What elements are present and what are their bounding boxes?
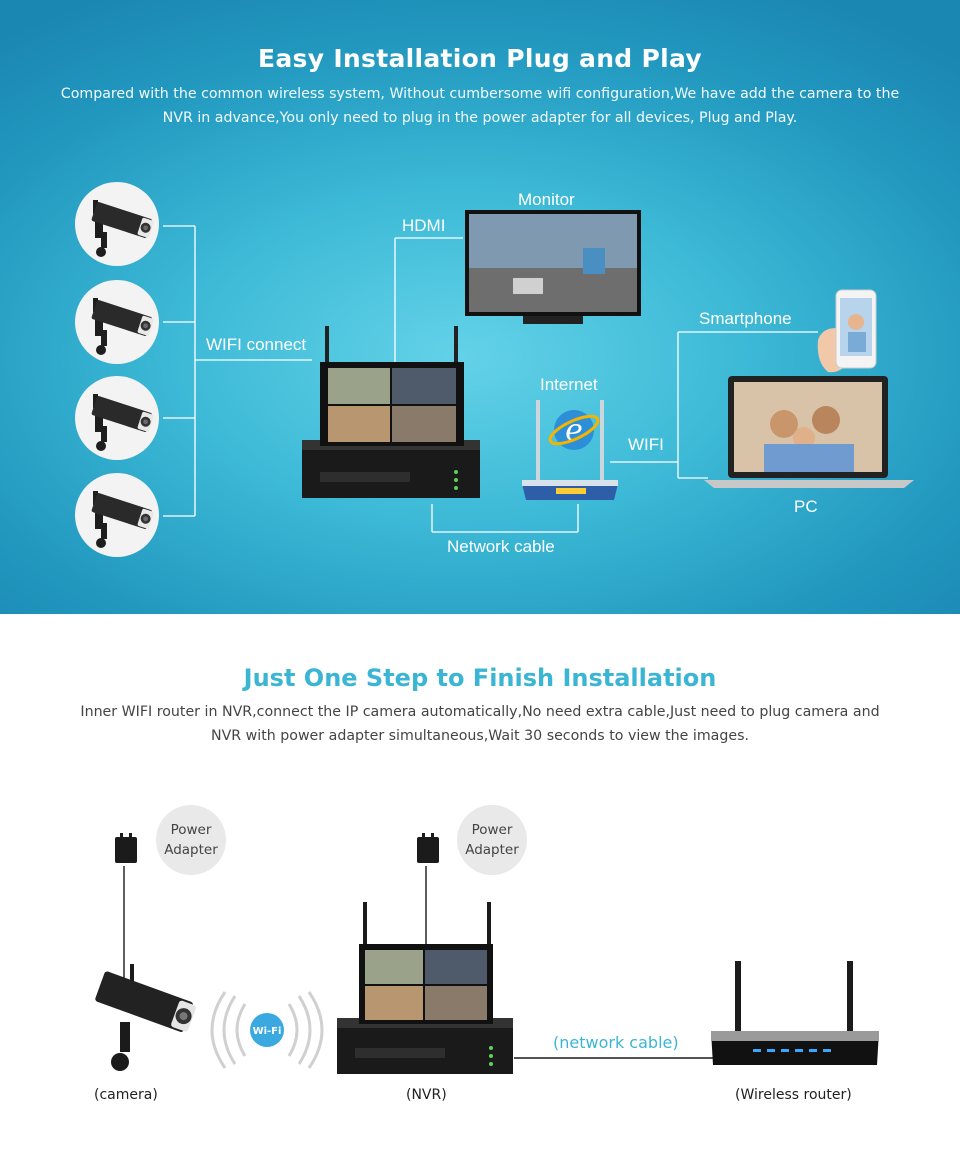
router-icon: e: [522, 400, 618, 500]
section-title-plug-and-play: Easy Installation Plug and Play: [258, 44, 702, 73]
power-adapter-label-line2: Adapter: [465, 842, 519, 858]
camera-icon: [75, 182, 159, 266]
section-title-one-step: Just One Step to Finish Installation: [243, 664, 717, 692]
connection-lines: [0, 0, 960, 614]
wifi-badge-text: Wi-Fi: [253, 1026, 282, 1037]
label-network-cable-bottom: (network cable): [553, 1033, 679, 1052]
nvr-device-icon: [302, 326, 480, 498]
label-network-cable: Network cable: [447, 537, 555, 556]
caption-camera: (camera): [94, 1087, 158, 1103]
camera-icon: [95, 964, 196, 1071]
camera-icon: [75, 473, 159, 557]
power-adapter-bubble-camera: Power Adapter: [156, 805, 226, 875]
power-adapter-bubble-nvr: Power Adapter: [457, 805, 527, 875]
power-adapter-label-line1: Power: [471, 822, 513, 838]
nvr-device-icon: [337, 902, 513, 1074]
camera-icon: [75, 376, 159, 460]
label-smartphone: Smartphone: [699, 309, 792, 328]
caption-nvr: (NVR): [406, 1087, 447, 1103]
monitor-icon: [465, 210, 641, 324]
caption-wireless-router: (Wireless router): [735, 1087, 852, 1103]
power-adapter-icon: [417, 833, 439, 863]
smartphone-icon: [817, 289, 877, 373]
plug-and-play-section: Easy Installation Plug and Play Compared…: [0, 0, 960, 614]
section-description-one-step: Inner WIFI router in NVR,connect the IP …: [80, 704, 880, 744]
camera-icon: [75, 280, 159, 364]
wireless-router-icon: [711, 961, 879, 1065]
label-internet: Internet: [540, 375, 598, 394]
power-adapter-label-line1: Power: [170, 822, 212, 838]
label-hdmi: HDMI: [402, 216, 446, 235]
label-monitor: Monitor: [518, 190, 575, 209]
section-description-plug-and-play: Compared with the common wireless system…: [60, 86, 900, 126]
laptop-icon: [704, 376, 914, 488]
power-adapter-label-line2: Adapter: [164, 842, 218, 858]
wifi-signal-icon: Wi-Fi: [210, 991, 324, 1069]
label-wifi: WIFI: [628, 435, 664, 454]
label-pc: PC: [794, 497, 818, 516]
label-wifi-connect: WIFI connect: [206, 335, 307, 354]
power-adapter-icon: [115, 833, 137, 863]
